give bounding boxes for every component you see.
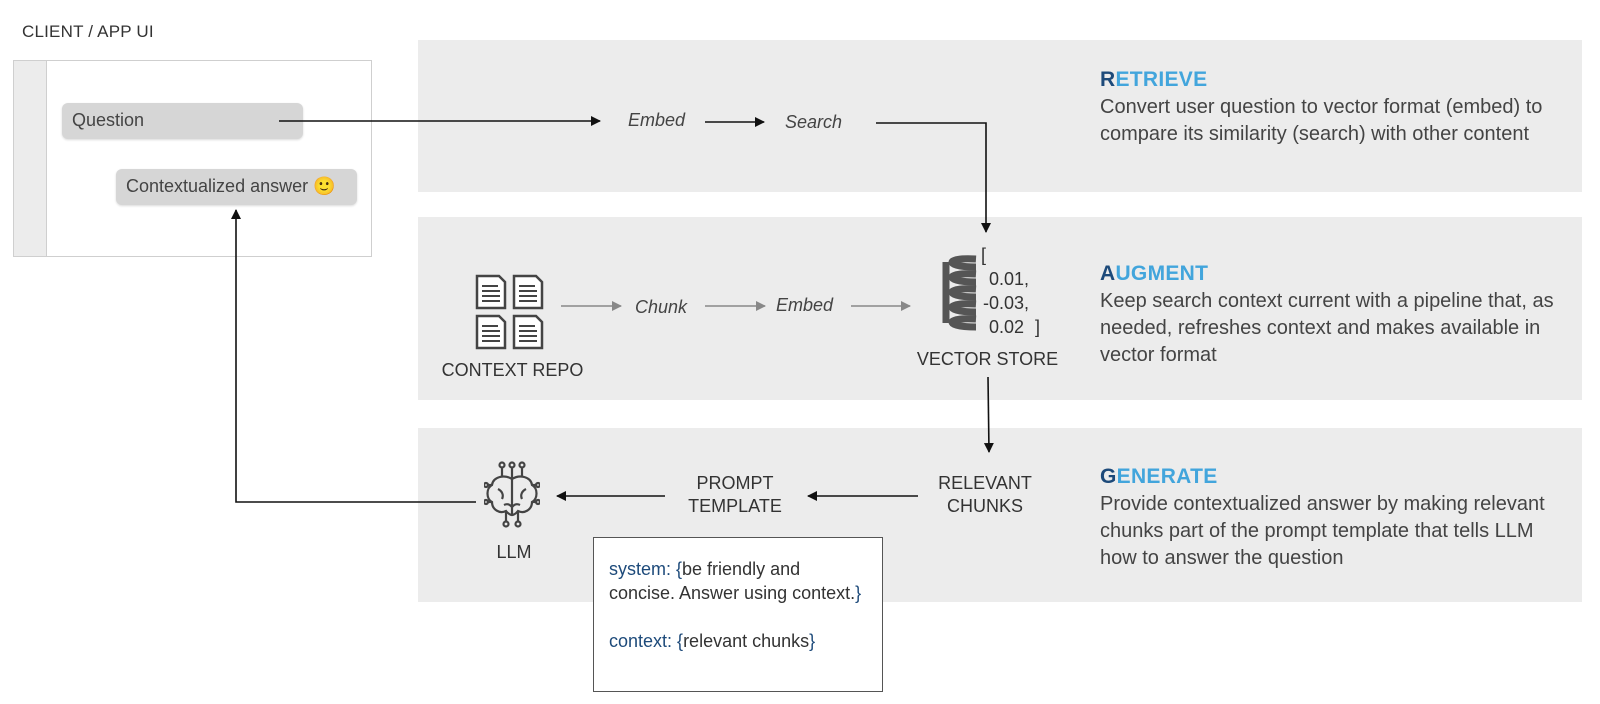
prompt-template-box: system: {be friendly and concise. Answer…	[593, 537, 883, 692]
system-value: be friendly and concise. Answer using co…	[609, 559, 856, 603]
prompt-system-line: system: {be friendly and concise. Answer…	[609, 557, 867, 605]
answer-text: Contextualized answer 🙂	[126, 176, 336, 196]
context-open-brace: {	[677, 631, 684, 651]
augment-heading-initial: A	[1100, 262, 1116, 285]
arrow-llm-to-answer	[231, 209, 476, 503]
client-app-window	[13, 60, 372, 257]
prompt-template-label: PROMPT TEMPLATE	[675, 472, 795, 518]
brain-circuit-icon	[484, 461, 540, 528]
arrow-search-to-vector-store	[876, 122, 991, 233]
vector-value-3: 0.02	[989, 317, 1025, 337]
vector-open-bracket: [	[981, 245, 987, 265]
augment-description: Keep search context current with a pipel…	[1100, 290, 1554, 366]
vector-value-1: 0.01,	[989, 269, 1030, 289]
generate-heading: GENERATE	[1100, 465, 1218, 489]
question-text: Question	[72, 110, 145, 130]
chunks-label-line-1: RELEVANT	[938, 473, 1032, 493]
document-icon	[475, 274, 544, 350]
retrieve-search-step: Search	[785, 112, 843, 132]
context-close-brace: }	[809, 631, 816, 651]
retrieve-band	[418, 40, 1582, 192]
retrieve-heading-initial: R	[1100, 68, 1116, 91]
llm-label: LLM	[496, 542, 532, 562]
arrow-vector-store-to-chunks	[983, 376, 994, 453]
augment-heading-rest: UGMENT	[1115, 262, 1209, 285]
chunks-label-line-2: CHUNKS	[946, 496, 1023, 516]
augment-chunk-step: Chunk	[635, 297, 688, 317]
vector-store-label: VECTOR STORE	[916, 349, 1059, 369]
system-key: system:	[609, 559, 677, 579]
question-bubble[interactable]: Question	[62, 103, 303, 139]
client-title: CLIENT / APP UI	[22, 22, 154, 41]
augment-heading: AUGMENT	[1100, 262, 1208, 286]
generate-heading-rest: ENERATE	[1116, 465, 1218, 488]
vector-value-2: -0.03,	[983, 293, 1030, 313]
retrieve-heading-rest: ETRIEVE	[1115, 68, 1208, 91]
context-key: context:	[609, 631, 678, 651]
vector-close-bracket: ]	[1035, 317, 1041, 337]
prompt-label-line-2: TEMPLATE	[688, 496, 782, 516]
prompt-context-line: context: {relevant chunks}	[609, 629, 867, 653]
client-sidebar-strip	[14, 61, 47, 256]
retrieve-embed-step: Embed	[628, 110, 686, 130]
answer-bubble[interactable]: Contextualized answer 🙂	[116, 169, 357, 205]
generate-heading-initial: G	[1100, 465, 1117, 488]
database-icon	[942, 255, 977, 331]
prompt-label-line-1: PROMPT	[696, 473, 774, 493]
context-repo-label: CONTEXT REPO	[441, 360, 584, 380]
retrieve-description: Convert user question to vector format (…	[1100, 96, 1543, 145]
generate-description: Provide contextualized answer by making …	[1100, 493, 1545, 569]
augment-embed-step: Embed	[776, 295, 834, 315]
system-open-brace: {	[676, 559, 683, 579]
context-value: relevant chunks	[683, 631, 810, 651]
relevant-chunks-label: RELEVANT CHUNKS	[925, 472, 1045, 518]
retrieve-heading: RETRIEVE	[1100, 68, 1207, 92]
system-close-brace: }	[855, 583, 862, 603]
